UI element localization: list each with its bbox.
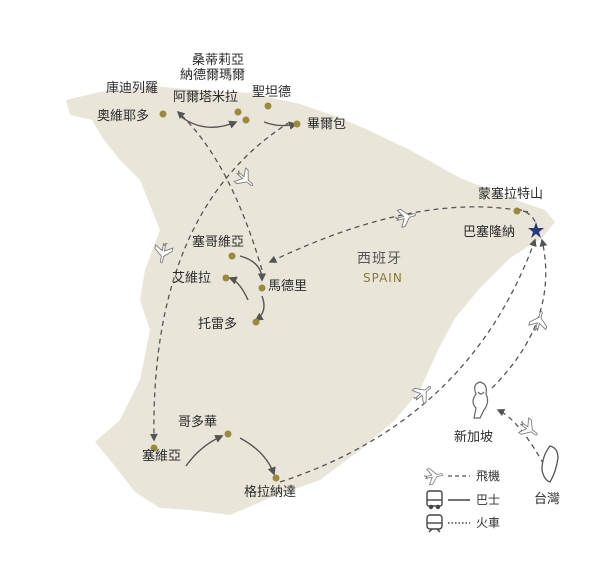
city-dot-montserrat — [513, 207, 521, 215]
route-barcelona-madrid — [268, 206, 529, 263]
city-labels: 庫迪列羅 奧維耶多 桑蒂莉亞 納德爾瑪爾 阿爾塔米拉 聖坦德 畢爾包 蒙塞拉特山… — [97, 53, 560, 507]
city-label-coruna: 庫迪列羅 — [106, 81, 158, 96]
city-label-oviedo: 奧維耶多 — [97, 108, 149, 124]
city-label-cordoba: 哥多華 — [178, 414, 217, 430]
city-label-montserrat: 蒙塞拉特山 — [478, 186, 543, 202]
city-label-barcelona: 巴塞隆納 — [463, 224, 515, 240]
city-label-sanvicente: 聖坦德 — [252, 85, 291, 100]
city-dot-granada — [272, 474, 280, 482]
spain-landmass — [66, 86, 555, 515]
legend: 飛機 巴士 火車 — [423, 466, 500, 533]
route-madrid-toledo — [254, 295, 265, 321]
city-dot-sevilla — [150, 444, 158, 452]
city-label-toledo: 托雷多 — [198, 316, 237, 332]
city-dots — [150, 102, 521, 482]
city-label-sevilla: 塞維亞 — [142, 448, 181, 464]
star-icon — [528, 222, 544, 238]
city-label-bilbao: 畢爾包 — [307, 117, 346, 132]
city-dot-toledo — [252, 318, 260, 326]
airplane-icon — [515, 415, 543, 443]
route-madrid-altamira — [176, 110, 263, 271]
legend-bus-label: 巴士 — [476, 493, 500, 507]
city-dot-altamira — [234, 108, 242, 116]
city-dot-segovia — [228, 252, 236, 260]
city-label-avila: 艾維拉 — [172, 271, 211, 286]
bus-icon — [426, 490, 443, 510]
route-altamira-santillana — [179, 115, 238, 129]
city-label-taiwan: 台灣 — [534, 492, 560, 507]
city-dot-santillana — [242, 116, 250, 124]
route-granada-barcelona — [279, 238, 537, 483]
city-dot-oviedo — [159, 110, 167, 118]
train-icon — [426, 514, 443, 533]
city-dot-bilbao — [293, 120, 301, 128]
city-label-santillana-line2: 納德爾瑪爾 — [180, 68, 245, 83]
bus-routes — [179, 115, 298, 476]
city-label-altamira: 阿爾塔米拉 — [173, 90, 238, 105]
city-label-madrid: 馬德里 — [268, 279, 307, 294]
route-cordoba-granada — [239, 437, 276, 476]
singapore-icon — [472, 381, 489, 419]
route-segovia-madrid — [239, 255, 267, 282]
city-label-segovia: 塞哥維亞 — [192, 234, 244, 250]
city-label-santillana-line1: 桑蒂莉亞 — [192, 53, 244, 68]
airplane-icon — [423, 466, 445, 486]
route-bilbao-sevilla — [149, 121, 291, 442]
taiwan-icon — [541, 445, 559, 483]
route-sanvicente-bilbao — [263, 121, 298, 130]
legend-train-label: 火車 — [476, 516, 500, 530]
route-sevilla-cordoba — [185, 434, 224, 467]
airplane-icon — [527, 308, 551, 334]
city-label-granada: 格拉納達 — [244, 484, 296, 500]
city-label-singapore: 新加坡 — [454, 429, 493, 445]
route-taiwan-singapore — [496, 409, 549, 474]
city-dot-avila — [222, 274, 230, 282]
route-madrid-avila — [228, 276, 249, 301]
legend-flight-label: 飛機 — [476, 468, 500, 483]
country-label-chinese: 西班牙 — [357, 251, 402, 267]
country-label-english: SPAIN — [363, 271, 403, 285]
city-dot-sanvicente — [264, 102, 272, 110]
city-dot-cordoba — [224, 430, 232, 438]
city-dot-madrid — [258, 284, 266, 292]
